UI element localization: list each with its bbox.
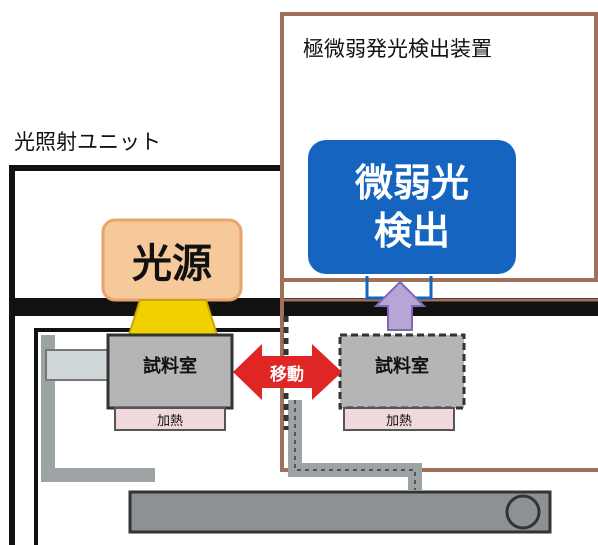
irradiation-unit-frame bbox=[9, 165, 282, 545]
weak-light-detection-label: 微弱光 検出 bbox=[308, 140, 516, 274]
heating-left-label: 加熱 bbox=[156, 413, 183, 429]
lamp bbox=[126, 299, 220, 339]
heater-right-box bbox=[343, 407, 455, 431]
light-source-label: 光源 bbox=[132, 241, 212, 287]
left-pipe-cap bbox=[45, 349, 109, 381]
heating-right-label: 加熱 bbox=[385, 413, 412, 429]
heater-left-box bbox=[114, 407, 226, 431]
left-gray-pipe bbox=[41, 335, 155, 482]
weak-light-detection-box bbox=[308, 140, 516, 274]
detector-device-label: 極微弱発光検出装置 bbox=[303, 37, 492, 61]
weak-light-detection-line2: 検出 bbox=[373, 209, 450, 253]
rail-wheel bbox=[505, 494, 541, 530]
weak-light-detection-line1: 微弱光 bbox=[354, 161, 469, 205]
sample-chamber-left-label: 試料室 bbox=[143, 356, 197, 377]
lavender-arrow bbox=[373, 280, 427, 331]
move-arrow bbox=[233, 344, 342, 400]
irradiation-unit-label: 光照射ユニット bbox=[14, 130, 161, 154]
move-label: 移動 bbox=[270, 364, 304, 385]
sample-chamber-right-label: 試料室 bbox=[375, 356, 429, 377]
detector-lower-frame bbox=[280, 280, 598, 472]
base-rail bbox=[128, 490, 552, 534]
